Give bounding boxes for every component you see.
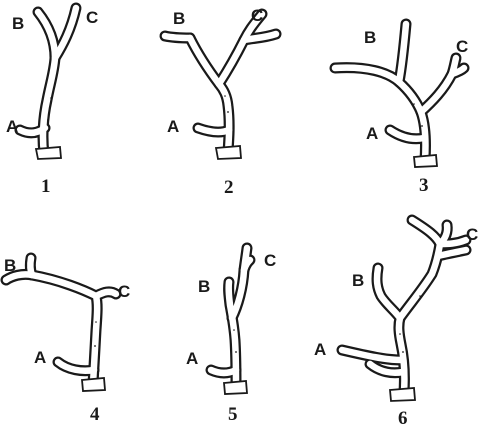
antler-6-label-b: B (352, 271, 364, 290)
antler-3-label-b: B (364, 28, 376, 47)
antler-figure-5: B C A 5 (186, 242, 276, 425)
antler-6-label-c: C (466, 225, 478, 244)
figure-number-5: 5 (228, 404, 238, 425)
figure-number-1: 1 (41, 176, 51, 197)
antler-1-label-a: A (6, 117, 18, 136)
antler-5-drawing (205, 242, 256, 391)
antler-2-burr (214, 145, 242, 160)
antler-figure-2: B C A 2 (159, 6, 282, 198)
antler-figure-1: B C A 1 (6, 2, 98, 197)
antler-figure-3: B C A 3 (329, 18, 470, 196)
antler-4-label-b: B (4, 256, 16, 275)
antler-2-label-b: B (173, 9, 185, 28)
antler-figure-6: B C A 6 (314, 214, 478, 429)
antler-3-label-a: A (366, 124, 378, 143)
antler-5-label-a: A (186, 349, 198, 368)
antler-1-burr (34, 146, 62, 160)
figure-number-6: 6 (398, 408, 408, 429)
antler-figure-4: B C A 4 (0, 252, 130, 425)
figure-number-2: 2 (224, 177, 234, 198)
antler-6-drawing (336, 214, 472, 398)
antler-4-drawing (0, 252, 122, 390)
antler-5-label-b: B (198, 277, 210, 296)
antler-1-drawing (14, 2, 82, 159)
antler-4-label-c: C (118, 282, 130, 301)
antler-3-label-c: C (456, 37, 468, 56)
antler-2-label-c: C (251, 6, 263, 25)
antler-3-drawing (329, 18, 470, 166)
antler-2-label-a: A (167, 117, 179, 136)
figure-number-4: 4 (90, 404, 100, 425)
antler-5-label-c: C (264, 251, 276, 270)
antler-3-burr (413, 154, 438, 168)
antler-2-drawing (159, 8, 282, 158)
antler-1-label-c: C (86, 8, 98, 27)
antler-4-label-a: A (34, 348, 46, 367)
antler-4-burr (81, 377, 106, 392)
antler-1-label-b: B (12, 14, 24, 33)
figure-number-3: 3 (419, 175, 429, 196)
antler-5-burr (223, 380, 248, 395)
antler-6-burr (389, 387, 416, 402)
antler-6-label-a: A (314, 340, 326, 359)
